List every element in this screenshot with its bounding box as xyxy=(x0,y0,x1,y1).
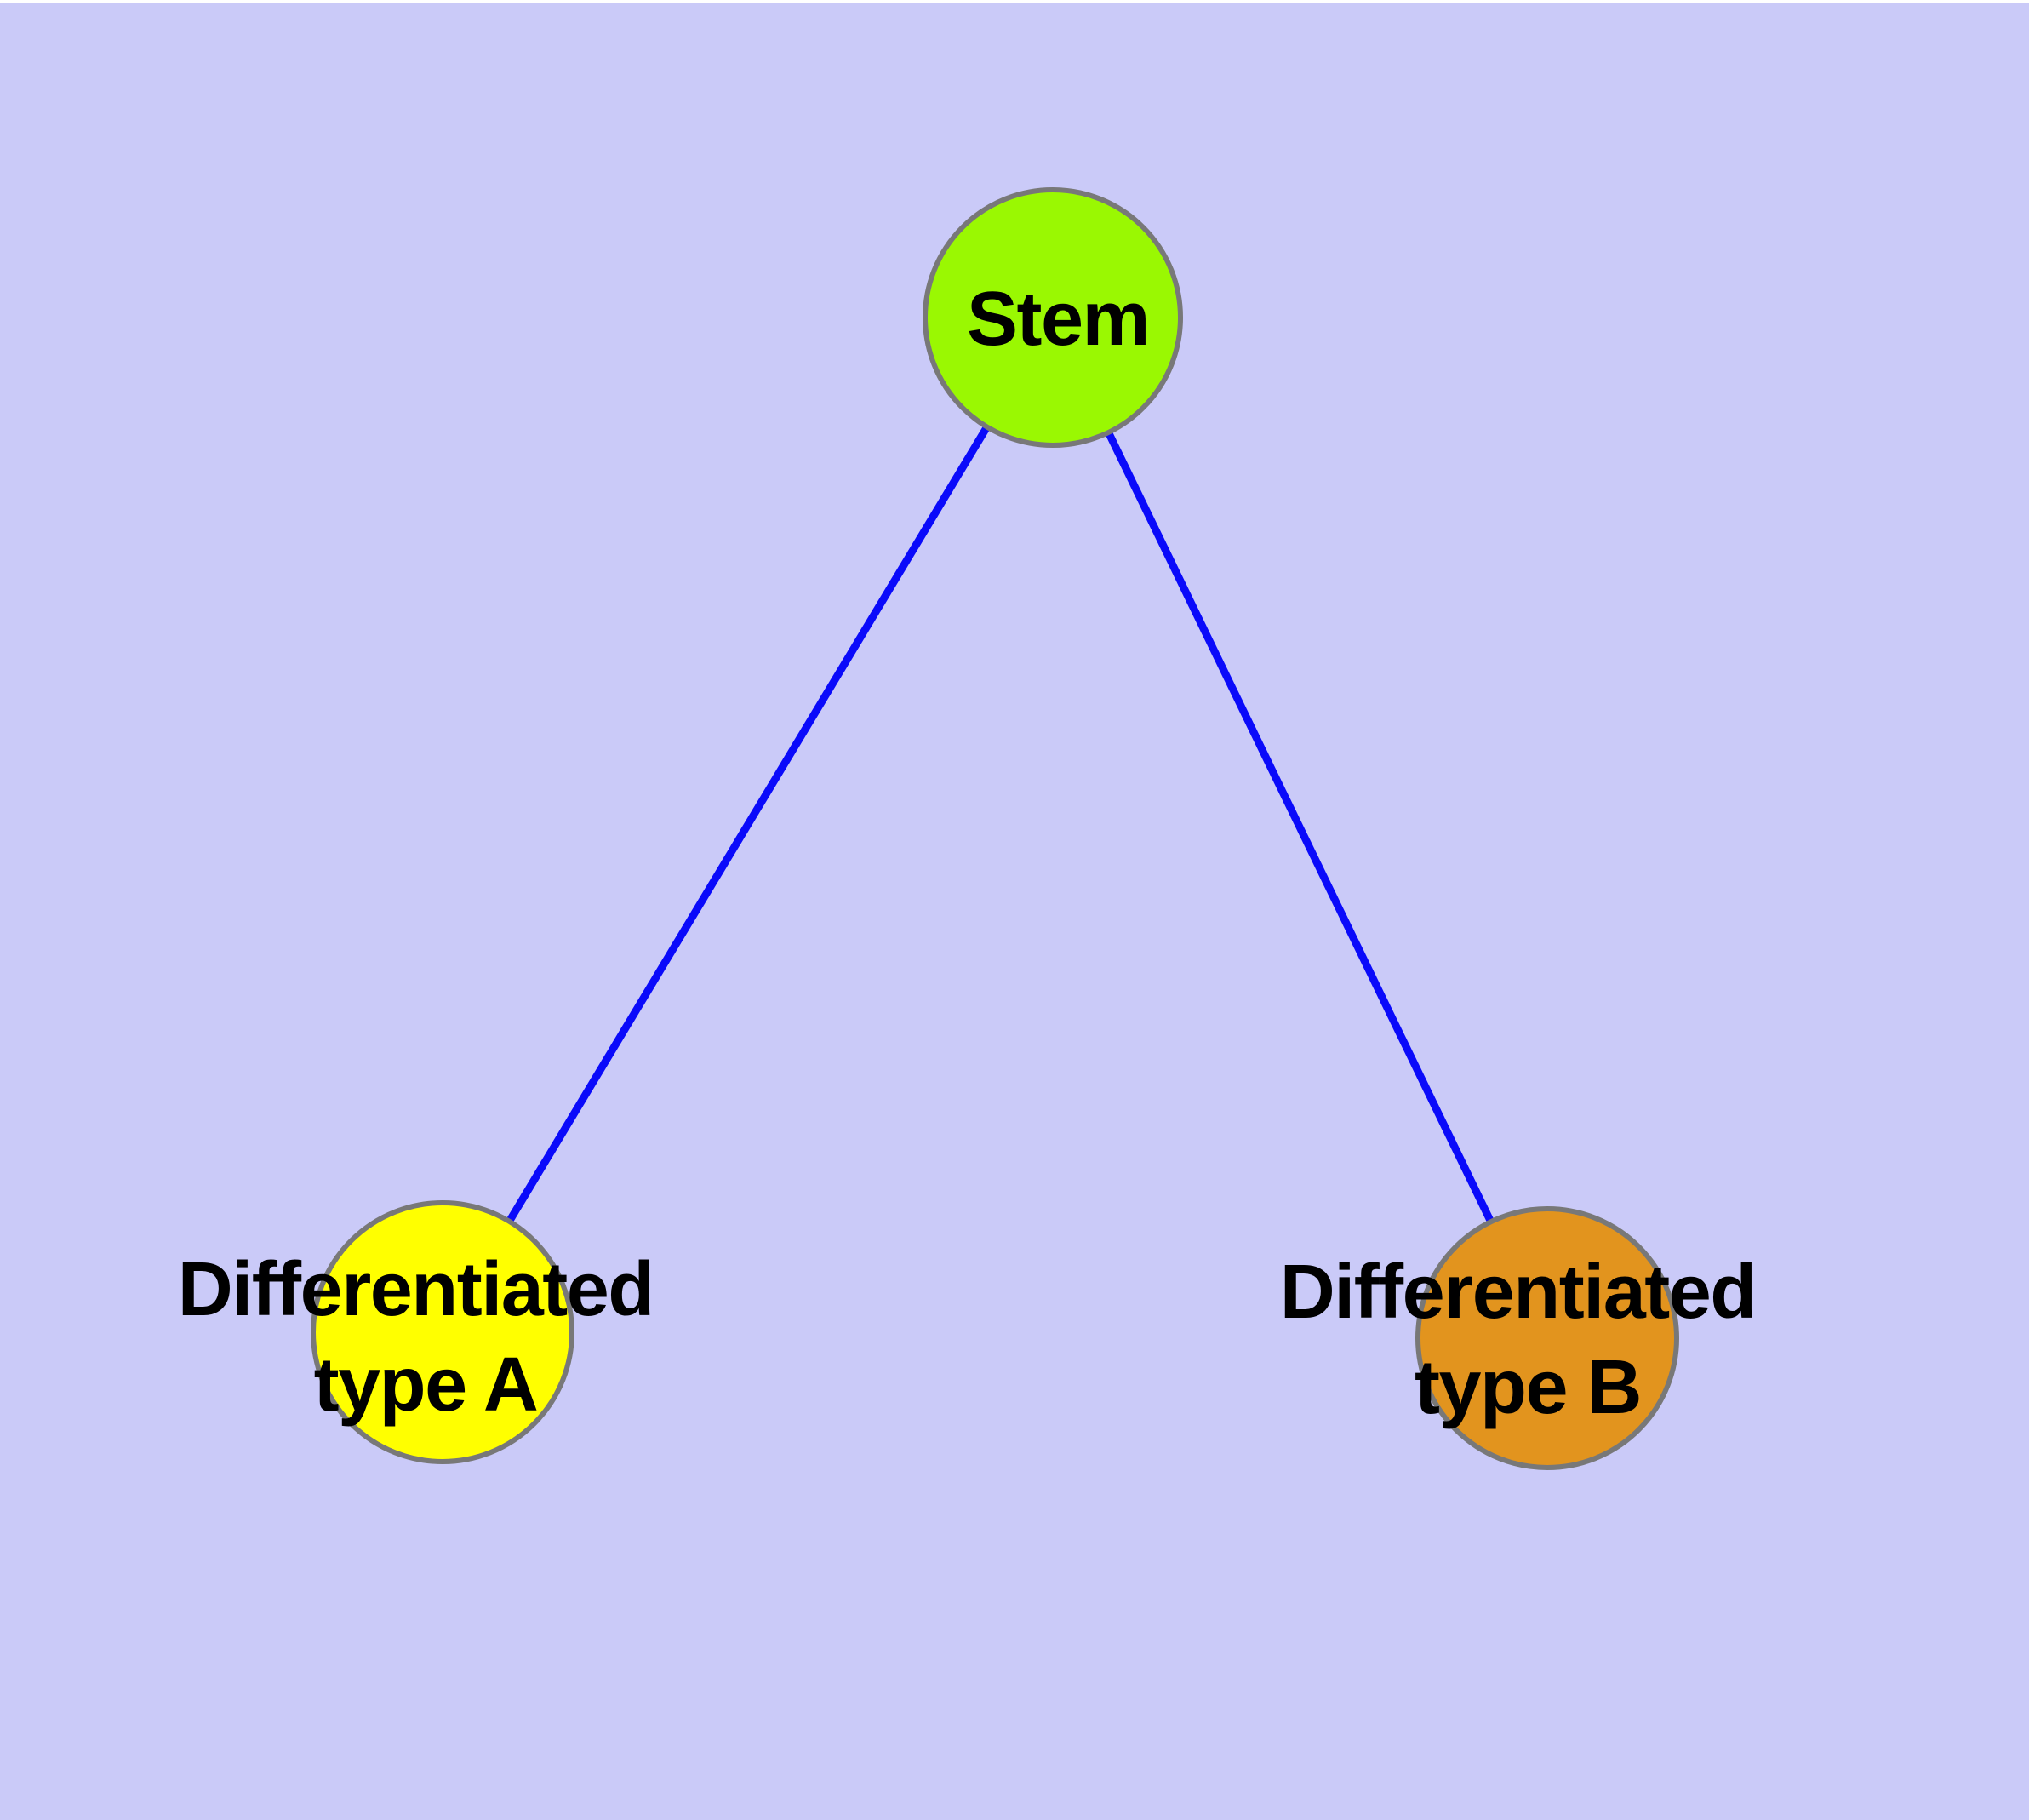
node-stem-label-text: Stem xyxy=(967,277,1149,362)
node-differentiated-type-b xyxy=(1415,1206,1679,1470)
node-differentiated-type-a xyxy=(311,1200,574,1464)
node-differentiated-type-a-label: Differentiated type A xyxy=(178,1247,674,1428)
node-b-label-line-1: Differentiated xyxy=(1280,1250,1756,1335)
edge-stem-to-type-a xyxy=(439,315,1056,1335)
edge-stem-to-type-b xyxy=(1049,316,1552,1340)
node-differentiated-type-b-label: Differentiated type B xyxy=(1280,1250,1776,1430)
node-b-label-line-2: type B xyxy=(1415,1345,1641,1430)
node-a-label-line-1: Differentiated xyxy=(178,1247,654,1332)
node-stem xyxy=(923,187,1183,448)
node-stem-label: Stem xyxy=(967,277,1149,362)
node-a-label-line-2: type A xyxy=(314,1342,538,1428)
